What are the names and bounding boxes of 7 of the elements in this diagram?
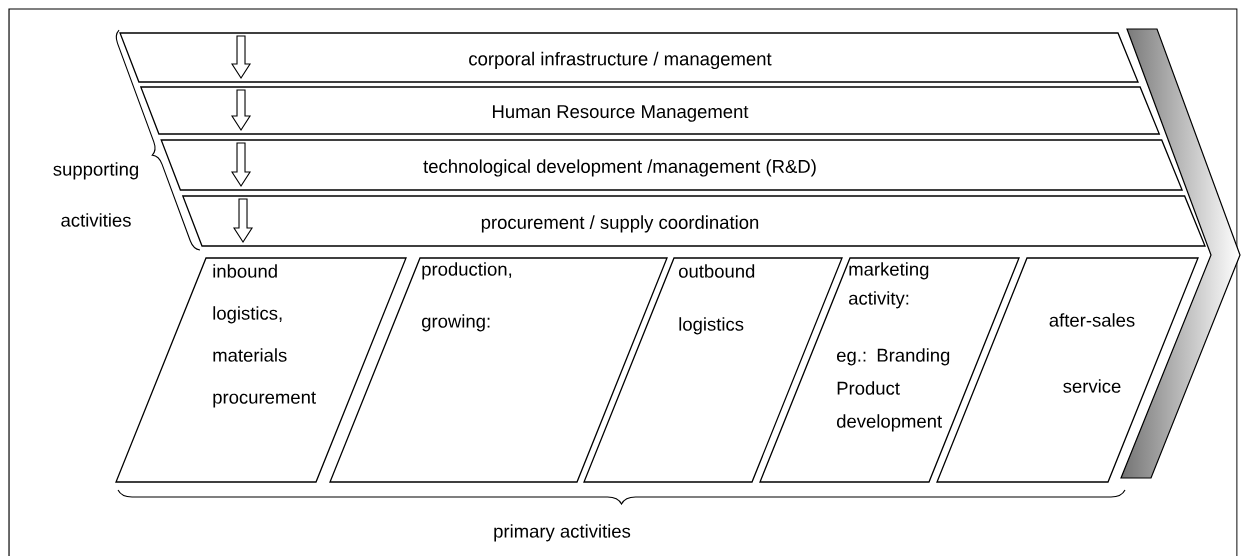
activity-box: inbound logistics, materials procurement	[115, 257, 407, 483]
activity-band: technological development /management (R&D)	[160, 139, 1184, 191]
group-label: supporting activities	[53, 162, 138, 227]
activity-box: marketing activity: eg.: Branding Product development	[759, 257, 1020, 483]
activity-box: production, growing:	[329, 257, 668, 483]
group-label: primary activities	[494, 524, 631, 542]
activity-band: corporal infrastructure / management	[119, 32, 1139, 83]
